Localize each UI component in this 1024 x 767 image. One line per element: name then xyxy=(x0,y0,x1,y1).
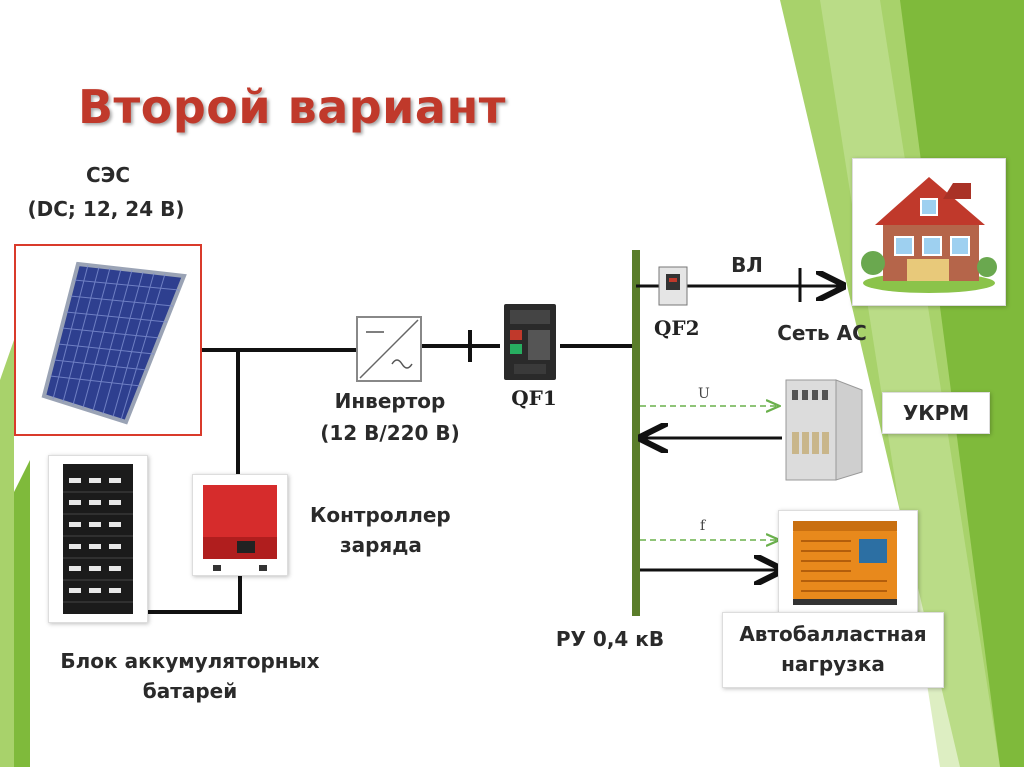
capacitor-cabinet-icon xyxy=(785,379,863,481)
breaker-icon xyxy=(504,304,556,380)
breaker-small-icon xyxy=(658,266,688,306)
solar-panel-frame xyxy=(14,244,202,436)
charge-controller-icon xyxy=(203,485,277,571)
battery-block-frame xyxy=(48,455,148,623)
load-label-line2: нагрузка xyxy=(781,652,885,676)
inverter-spec: (12 В/220 В) xyxy=(320,421,460,445)
ukrm-signal-label: U xyxy=(698,386,710,402)
solar-panel-icon xyxy=(41,261,187,425)
grid-network-label: Сеть АС xyxy=(777,321,867,345)
house-icon xyxy=(861,177,997,293)
qf2-breaker xyxy=(656,264,690,308)
load-signal-label: f xyxy=(700,518,706,534)
qf1-breaker xyxy=(500,300,560,384)
ses-name: СЭС xyxy=(85,163,131,187)
battery-label-line1: Блок аккумуляторных xyxy=(60,649,320,673)
ses-spec: (DC; 12, 24 В) xyxy=(27,197,185,221)
ukrm-label: УКРМ xyxy=(882,392,990,434)
bus-label: РУ 0,4 кВ xyxy=(555,627,665,651)
battery-label-line2: батарей xyxy=(142,679,238,703)
inverter-symbol xyxy=(356,316,422,382)
ukrm-cabinet xyxy=(782,376,866,486)
inverter-name: Инвертор xyxy=(334,389,446,413)
grid-line-label: ВЛ xyxy=(731,253,763,277)
load-label-line1: Автобалластная xyxy=(739,622,927,646)
load-bank-icon xyxy=(793,521,897,605)
qf2-label: QF2 xyxy=(654,316,700,340)
controller-label-line1: Контроллер xyxy=(310,503,451,527)
qf1-label: QF1 xyxy=(511,386,557,410)
charge-controller-frame xyxy=(192,474,288,576)
load-bank-frame xyxy=(778,510,918,614)
inverter-dc-ac-icon xyxy=(359,319,419,379)
battery-rack-icon xyxy=(63,464,133,614)
house-frame xyxy=(852,158,1006,306)
controller-label-line2: заряда xyxy=(340,533,422,557)
green-left-stripe xyxy=(0,340,14,767)
load-label-box: Автобалластная нагрузка xyxy=(722,612,944,688)
slide-title: Второй вариант xyxy=(78,80,506,134)
